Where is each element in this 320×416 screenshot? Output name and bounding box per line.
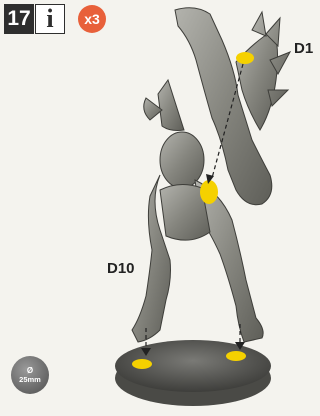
- step-number: 17: [4, 4, 34, 34]
- glue-point-arm: [236, 52, 254, 64]
- base-size-badge: Ø 25mm: [11, 356, 49, 394]
- round-base: [115, 340, 271, 406]
- part-label-d10: D10: [107, 260, 135, 277]
- part-label-d1: D1: [294, 40, 313, 57]
- hat-spike: [158, 80, 184, 131]
- glue-point-right-foot: [226, 351, 246, 361]
- quantity-badge: x3: [78, 5, 106, 33]
- diameter-symbol: Ø: [27, 367, 33, 375]
- glue-point-left-foot: [132, 359, 152, 369]
- base-size-text: 25mm: [19, 376, 41, 384]
- info-icon: i: [35, 4, 65, 34]
- glue-point-shoulder: [200, 180, 218, 204]
